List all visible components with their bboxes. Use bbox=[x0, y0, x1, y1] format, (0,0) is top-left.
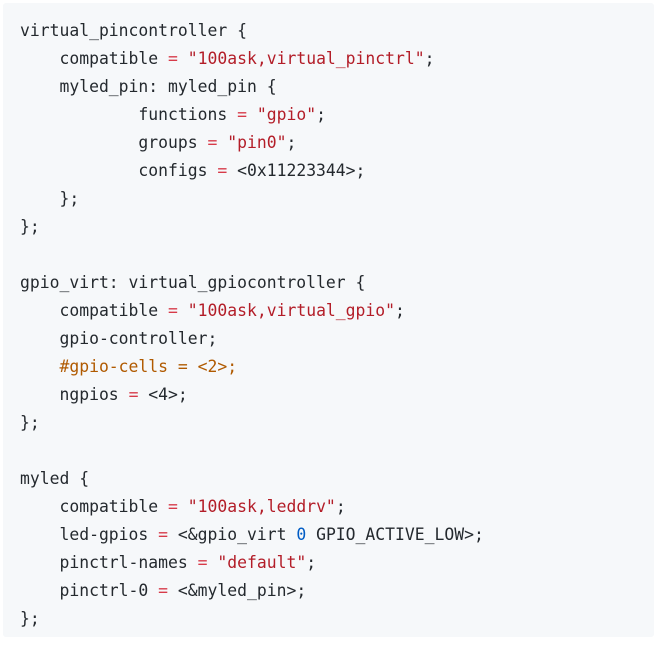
code-text bbox=[178, 49, 188, 68]
number-token: 0 bbox=[296, 525, 307, 544]
code-text: myled { bbox=[20, 469, 90, 488]
code-line: pinctrl-names = "default"; bbox=[20, 549, 654, 577]
code-text: GPIO_ACTIVE_LOW>; bbox=[306, 525, 484, 544]
code-line: virtual_pincontroller { bbox=[20, 17, 654, 45]
code-text: ; bbox=[286, 133, 297, 152]
code-text: <&myled_pin>; bbox=[168, 581, 307, 600]
code-line: gpio-controller; bbox=[20, 325, 654, 353]
operator-token: = bbox=[168, 301, 178, 320]
code-text: }; bbox=[20, 189, 80, 208]
code-line: ngpios = <4>; bbox=[20, 381, 654, 409]
code-text: }; bbox=[20, 609, 40, 628]
code-text bbox=[208, 553, 218, 572]
code-line: #gpio-cells = <2>; bbox=[20, 353, 654, 381]
code-text: configs bbox=[20, 161, 218, 180]
code-text: }; bbox=[20, 217, 40, 236]
code-line: myled_pin: myled_pin { bbox=[20, 73, 654, 101]
code-text: myled_pin: myled_pin { bbox=[20, 77, 277, 96]
code-line: functions = "gpio"; bbox=[20, 101, 654, 129]
string-token: "100ask,virtual_gpio" bbox=[187, 301, 396, 320]
operator-token: = bbox=[168, 497, 178, 516]
operator-token: = bbox=[197, 553, 208, 572]
string-token: "gpio" bbox=[256, 105, 317, 124]
code-text: ngpios bbox=[20, 385, 129, 404]
code-text: groups bbox=[20, 133, 208, 152]
code-text: ; bbox=[316, 105, 326, 124]
code-text: ; bbox=[306, 553, 317, 572]
code-text: gpio-controller; bbox=[20, 329, 218, 348]
code-line: compatible = "100ask,virtual_pinctrl"; bbox=[20, 45, 654, 73]
code-text: pinctrl-0 bbox=[20, 581, 159, 600]
code-line: led-gpios = <&gpio_virt 0 GPIO_ACTIVE_LO… bbox=[20, 521, 654, 549]
code-text: <0x11223344>; bbox=[227, 161, 366, 180]
code-text: compatible bbox=[20, 497, 169, 516]
code-text: }; bbox=[20, 413, 40, 432]
operator-token: = bbox=[128, 385, 139, 404]
code-text: <4>; bbox=[138, 385, 188, 404]
code-line: myled { bbox=[20, 465, 654, 493]
code-line bbox=[20, 241, 654, 269]
code-line: compatible = "100ask,virtual_gpio"; bbox=[20, 297, 654, 325]
code-line: configs = <0x11223344>; bbox=[20, 157, 654, 185]
code-text: gpio_virt: virtual_gpiocontroller { bbox=[20, 273, 366, 292]
code-text: compatible bbox=[20, 49, 169, 68]
code-text: pinctrl-names bbox=[20, 553, 198, 572]
code-text bbox=[217, 133, 227, 152]
code-line: }; bbox=[20, 409, 654, 437]
operator-token: = bbox=[158, 525, 169, 544]
code-text bbox=[178, 301, 188, 320]
string-token: "100ask,virtual_pinctrl" bbox=[187, 49, 425, 68]
code-text: <&gpio_virt bbox=[168, 525, 297, 544]
operator-token: = bbox=[158, 581, 169, 600]
code-text: functions bbox=[20, 105, 238, 124]
operator-token: = bbox=[168, 49, 178, 68]
preprocessor-token: #gpio-cells = <2>; bbox=[20, 357, 238, 376]
code-block[interactable]: virtual_pincontroller { compatible = "10… bbox=[3, 3, 654, 637]
code-line: }; bbox=[20, 605, 654, 633]
code-text: ; bbox=[424, 49, 435, 68]
code-line bbox=[20, 437, 654, 465]
code-line: pinctrl-0 = <&myled_pin>; bbox=[20, 577, 654, 605]
string-token: "default" bbox=[217, 553, 307, 572]
operator-token: = bbox=[207, 133, 218, 152]
code-text: virtual_pincontroller { bbox=[20, 21, 247, 40]
operator-token: = bbox=[237, 105, 247, 124]
code-text: ; bbox=[395, 301, 405, 320]
code-line: }; bbox=[20, 213, 654, 241]
code-line: gpio_virt: virtual_gpiocontroller { bbox=[20, 269, 654, 297]
code-text: led-gpios bbox=[20, 525, 159, 544]
code-line: }; bbox=[20, 185, 654, 213]
code-text: compatible bbox=[20, 301, 169, 320]
code-line: compatible = "100ask,leddrv"; bbox=[20, 493, 654, 521]
operator-token: = bbox=[217, 161, 228, 180]
string-token: "pin0" bbox=[227, 133, 287, 152]
code-text bbox=[247, 105, 257, 124]
code-content: virtual_pincontroller { compatible = "10… bbox=[20, 17, 654, 633]
string-token: "100ask,leddrv" bbox=[187, 497, 336, 516]
code-text: ; bbox=[335, 497, 346, 516]
code-text bbox=[178, 497, 188, 516]
code-line: groups = "pin0"; bbox=[20, 129, 654, 157]
